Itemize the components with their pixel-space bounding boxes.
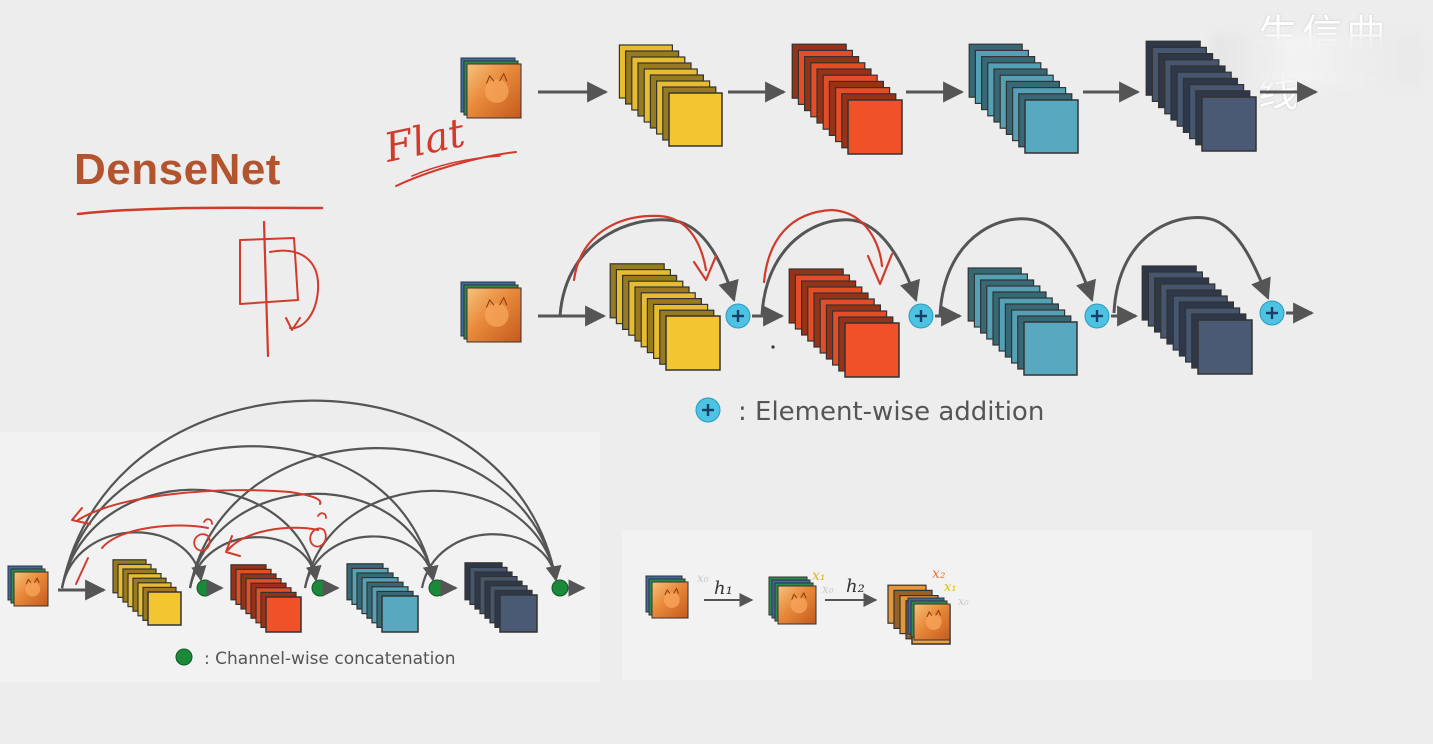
pen-arc-1 [572,214,718,282]
dense-arc-1 [60,531,207,589]
composite-out-image [907,597,951,641]
legend-plus-icon [695,397,721,423]
glyph-stroke-1 [262,220,270,358]
pen-scribble-2 [309,512,327,548]
pen-dense-arc-2 [75,524,209,585]
input-image-row2 [460,281,522,343]
pen-dense-arc-1 [71,489,322,525]
plus-icon-2 [908,303,934,329]
yellow-block-row1 [618,44,723,147]
label-x2: x₂ [932,566,946,582]
title-underline [76,206,324,216]
red-block-dense [230,564,302,633]
concat-dot-4 [551,579,569,597]
label-x0-a: x₀ [697,571,709,585]
dense-arc-10 [420,533,562,589]
stray-dot [771,345,775,349]
blurred-region [1212,34,1422,86]
bottom-right-panel [622,530,1312,680]
slate-block-dense [464,562,538,633]
pen-arc-2 [762,208,894,286]
slate-block-row1 [1145,40,1257,152]
skip-arc-2 [760,218,920,317]
flat-underline-1 [395,151,517,187]
label-x0-b: x₀ [822,582,834,596]
label-x1-a: x₁ [812,568,826,584]
flat-underline-2 [411,155,501,177]
teal-block-row2 [967,267,1078,376]
legend-concat-dot [175,648,193,666]
label-x0-c: x₀ [958,595,969,608]
dense-arc-4 [60,399,561,589]
yellow-block-row2 [609,263,721,371]
pen-dense-arc-3 [225,526,319,557]
concat-dot-1 [196,579,214,597]
glyph-stroke-3 [269,249,320,330]
input-image-dense [7,565,49,607]
yellow-block-dense [112,559,182,626]
dense-arc-5 [188,536,322,589]
glyph-stroke-4 [285,317,301,331]
red-block-row1 [791,43,903,155]
dense-arc-3 [60,445,439,589]
plus-icon-1 [725,303,751,329]
dense-arc-8 [303,535,439,589]
red-block-row2 [788,268,900,378]
glyph-stroke-2 [239,237,299,305]
concat-dot-2 [311,579,329,597]
input-image-row1 [460,57,522,119]
skip-arc-4 [1112,216,1271,314]
plus-icon-4 [1259,300,1285,326]
dense-arc-2 [60,488,322,589]
pen-scribble-1 [193,518,213,552]
label-h2: h₂ [846,576,865,597]
slide-title: DenseNet [74,145,281,194]
slate-block-row2 [1141,265,1253,375]
teal-block-row1 [968,43,1079,154]
legend-addition-text: : Element-wise addition [738,397,1044,427]
label-x1-b: x₁ [944,580,957,595]
label-h1: h₁ [714,578,733,599]
teal-block-dense [346,563,419,633]
dense-arc-7 [188,447,562,589]
plus-icon-3 [1084,303,1110,329]
concat-dot-3 [428,579,446,597]
legend-concat-text: : Channel-wise concatenation [204,649,456,669]
composite-input-image [645,575,689,619]
composite-mid-image [768,576,817,625]
skip-arc-3 [938,217,1096,317]
